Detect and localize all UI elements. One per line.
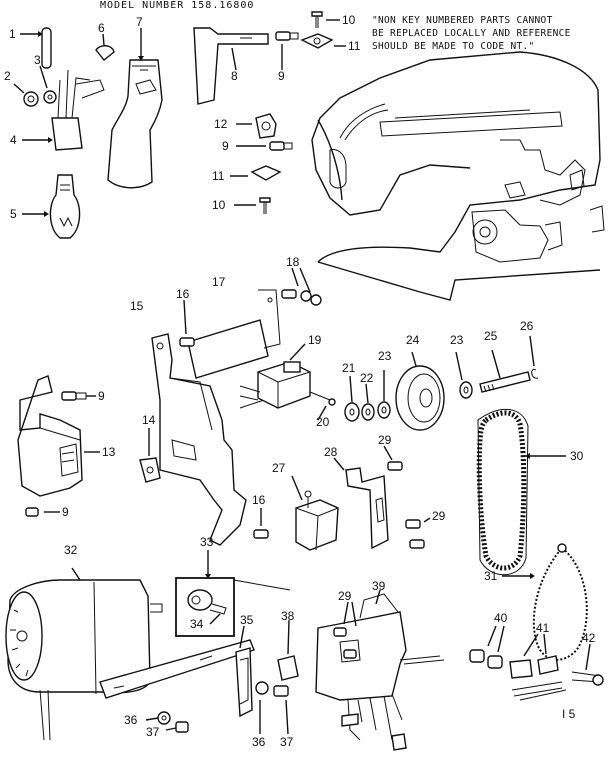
part-clamp-set <box>230 113 293 214</box>
part-belt <box>476 408 566 576</box>
callout-40: 40 <box>494 611 508 625</box>
machine-head-drawing <box>311 51 605 301</box>
part-switch-bracket <box>291 445 431 551</box>
part-mount-bracket <box>99 619 299 735</box>
callout-labels: 1 2 3 4 5 6 7 8 9 10 11 12 9 11 10 18 15… <box>4 13 596 749</box>
part-switch-box <box>17 375 100 517</box>
callout-26: 26 <box>520 319 534 333</box>
callout-27: 27 <box>272 461 286 475</box>
note-line-3: SHOULD BE MADE TO CODE NT." <box>372 41 535 52</box>
part-clip-14 <box>139 428 161 483</box>
part-nut-washer <box>13 65 57 107</box>
part-box-33 <box>175 550 291 637</box>
callout-12: 12 <box>214 117 228 131</box>
callout-10: 10 <box>212 198 226 212</box>
callout-3: 3 <box>34 53 41 67</box>
callout-31: 31 <box>484 569 498 583</box>
callout-42: 42 <box>582 631 596 645</box>
callout-36: 36 <box>124 713 138 727</box>
callout-35: 35 <box>240 613 254 627</box>
part-pulley <box>395 351 445 431</box>
callout-2: 2 <box>4 69 11 83</box>
callout-9: 9 <box>98 389 105 403</box>
note-line-2: BE REPLACED LOCALLY AND REFERENCE <box>372 28 571 39</box>
callout-38: 38 <box>281 609 295 623</box>
model-number-heading: MODEL NUMBER 158.16800 <box>100 0 255 11</box>
part-bulb <box>22 174 81 239</box>
callout-29: 29 <box>378 433 392 447</box>
callout-9: 9 <box>278 69 285 83</box>
part-lamp-shade <box>95 28 163 189</box>
callout-16: 16 <box>252 493 266 507</box>
callout-29: 29 <box>432 509 446 523</box>
part-motor <box>5 567 163 741</box>
part-washers <box>344 370 391 422</box>
callout-14: 14 <box>142 413 156 427</box>
part-lamp-socket <box>22 69 105 151</box>
callout-22: 22 <box>360 371 374 385</box>
part-screws-18 <box>281 267 322 306</box>
part-screws-16 <box>179 299 269 539</box>
part-controller-box <box>239 343 336 421</box>
callout-23: 23 <box>378 349 392 363</box>
callout-37: 37 <box>146 725 160 739</box>
part-screw-clip-top <box>300 11 346 49</box>
part-motor-bracket <box>151 289 301 546</box>
callout-1: 1 <box>9 27 16 41</box>
callout-18: 18 <box>286 255 300 269</box>
callout-9: 9 <box>222 139 229 153</box>
callout-41: 41 <box>536 621 550 635</box>
callout-11: 11 <box>348 39 361 53</box>
callout-8: 8 <box>231 69 238 83</box>
callout-20: 20 <box>316 415 330 429</box>
callout-34: 34 <box>190 617 204 631</box>
callout-24: 24 <box>406 333 420 347</box>
parts-note: "NON KEY NUMBERED PARTS CANNOT BE REPLAC… <box>372 14 604 53</box>
callout-7: 7 <box>136 15 143 29</box>
callout-11: 11 <box>212 169 225 183</box>
callout-6: 6 <box>98 21 105 35</box>
callout-13: 13 <box>102 445 116 459</box>
page-code: I 5 <box>562 707 576 721</box>
callout-33: 33 <box>200 535 214 549</box>
callout-16: 16 <box>176 287 190 301</box>
callout-29: 29 <box>338 589 352 603</box>
callout-10: 10 <box>342 13 356 27</box>
callout-19: 19 <box>308 333 322 347</box>
callout-25: 25 <box>484 329 498 343</box>
note-line-1: "NON KEY NUMBERED PARTS CANNOT <box>372 15 553 26</box>
part-pulley-shaft <box>455 335 539 399</box>
callout-4: 4 <box>10 133 17 147</box>
part-connector-block <box>315 589 445 751</box>
callout-28: 28 <box>324 445 338 459</box>
callout-17: 17 <box>212 275 226 289</box>
callout-9: 9 <box>62 505 69 519</box>
part-lamp-bracket <box>193 27 299 105</box>
callout-23: 23 <box>450 333 464 347</box>
part-small-fittings <box>469 625 604 701</box>
callout-30: 30 <box>570 449 584 463</box>
callout-15: 15 <box>130 299 144 313</box>
callout-21: 21 <box>342 361 356 375</box>
callout-36: 36 <box>252 735 266 749</box>
callout-32: 32 <box>64 543 78 557</box>
callout-5: 5 <box>10 207 17 221</box>
callout-37: 37 <box>280 735 294 749</box>
part-shaft <box>20 27 52 69</box>
callout-39: 39 <box>372 579 386 593</box>
